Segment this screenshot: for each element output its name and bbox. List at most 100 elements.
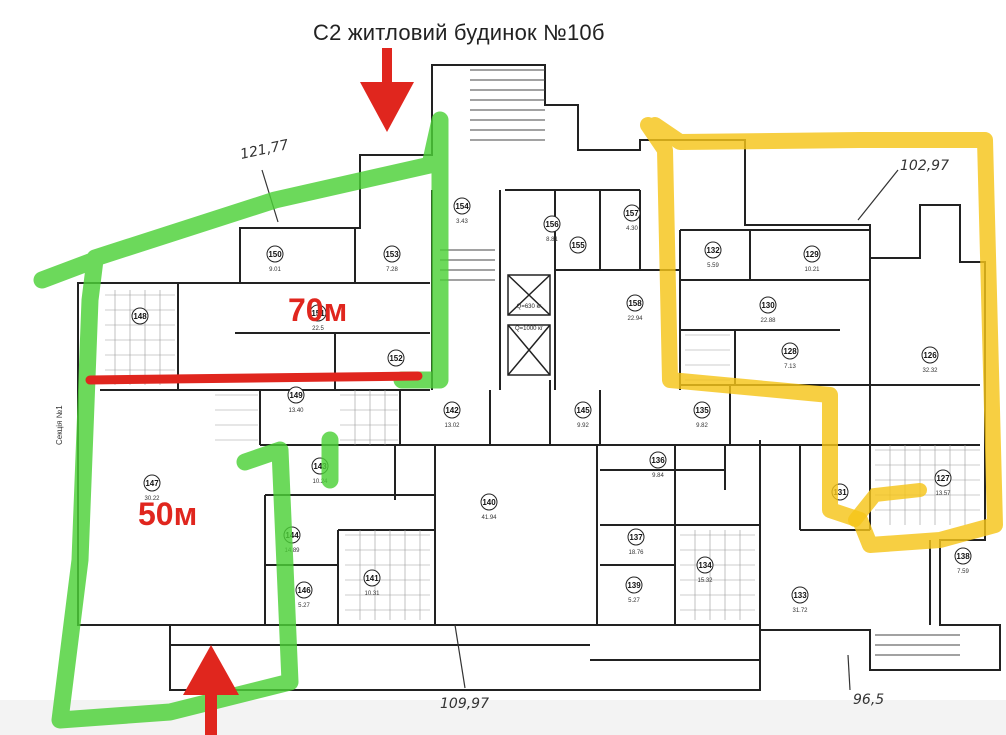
room-area: 18.76 [628,550,644,556]
room-136: 136 9.84 [649,451,667,479]
room-area: 3.43 [456,219,468,225]
handwritten-96-5: 96,5 [853,692,885,708]
dimension-50: 50м [138,496,198,532]
room-157: 157 4.30 [623,204,641,232]
room-154: 154 3.43 [453,197,471,225]
room-number-badge [543,215,561,233]
room-area: 41.94 [481,515,497,521]
room-area: 9.84 [652,473,664,479]
room-area: 31.72 [792,608,808,614]
room-area: 4.30 [626,226,638,232]
room-area: 10.21 [804,267,820,273]
room-number-badge [480,493,498,511]
room-number-badge [387,349,405,367]
room-number: 135 [695,406,709,415]
room-number-badge [625,576,643,594]
room-number-badge [569,236,587,254]
room-area: 9.92 [577,423,589,429]
room-area: 10.24 [312,479,328,485]
room-number-badge [781,342,799,360]
room-number-badge [704,241,722,259]
room-number-badge [626,294,644,312]
room-number-badge [954,547,972,565]
room-148: 148 [131,307,149,325]
room-number-badge [363,569,381,587]
room-number: 142 [445,406,459,415]
room-number: 137 [629,533,643,542]
room-area: 22.88 [760,318,776,324]
room-number-badge [295,581,313,599]
room-area: 5.27 [628,598,640,604]
room-number: 141 [365,574,379,583]
room-155: 155 [569,236,587,254]
room-area: 10.31 [364,591,380,597]
room-number: 133 [793,591,807,600]
room-area: 7.13 [784,364,796,370]
room-number: 155 [571,241,585,250]
room-number: 131 [833,488,847,497]
room-153: 153 7.28 [383,245,401,273]
room-number: 157 [625,209,639,218]
room-number-badge [803,245,821,263]
red-arrow-bottom [183,645,239,735]
section-label: Секція №1 [55,405,64,445]
room-130: 130 22.88 [759,296,777,324]
room-number: 152 [389,354,403,363]
room-number: 127 [936,474,950,483]
room-number-badge [696,556,714,574]
handwritten-109-97: 109,97 [440,696,489,712]
room-area: 7.28 [386,267,398,273]
room-number: 138 [956,552,970,561]
red-dimension-line [85,371,423,385]
room-134: 134 15.32 [696,556,714,584]
room-number-badge [443,401,461,419]
red-arrow-top [360,48,414,132]
room-number-badge [309,304,327,322]
room-area: 15.32 [697,578,713,584]
room-number-badge [934,469,952,487]
room-area: 13.02 [444,423,460,429]
room-number-badge [287,386,305,404]
room-number-badge [574,401,592,419]
room-number-badge [649,451,667,469]
room-number-badge [453,197,471,215]
room-number-badge [921,346,939,364]
room-number: 146 [297,586,311,595]
room-area: 9.82 [696,423,708,429]
room-number: 136 [651,456,665,465]
room-number: 134 [698,561,712,570]
room-area: 22.5 [312,326,324,332]
room-150: 150 9.01 [266,245,284,273]
room-area: 30.22 [144,496,160,502]
room-number-badge [791,586,809,604]
room-number-badge [266,245,284,263]
room-area: 22.94 [627,316,643,322]
room-137: 137 18.76 [627,528,645,556]
room-number: 150 [268,250,282,259]
room-number: 154 [455,202,469,211]
room-number-badge [131,307,149,325]
room-152: 152 [387,349,405,367]
room-number: 140 [482,498,496,507]
room-area: 9.01 [269,267,281,273]
handwritten-102-97: 102,97 [900,158,949,174]
room-number-badge [627,528,645,546]
room-number: 130 [761,301,775,310]
room-number: 153 [385,250,399,259]
room-number-badge [383,245,401,263]
room-140: 140 41.94 [480,493,498,521]
dimension-70: 70м [288,292,348,328]
room-number: 132 [706,246,720,255]
lift-label-2: Q=1000 кг [515,326,544,332]
room-number-badge [143,474,161,492]
